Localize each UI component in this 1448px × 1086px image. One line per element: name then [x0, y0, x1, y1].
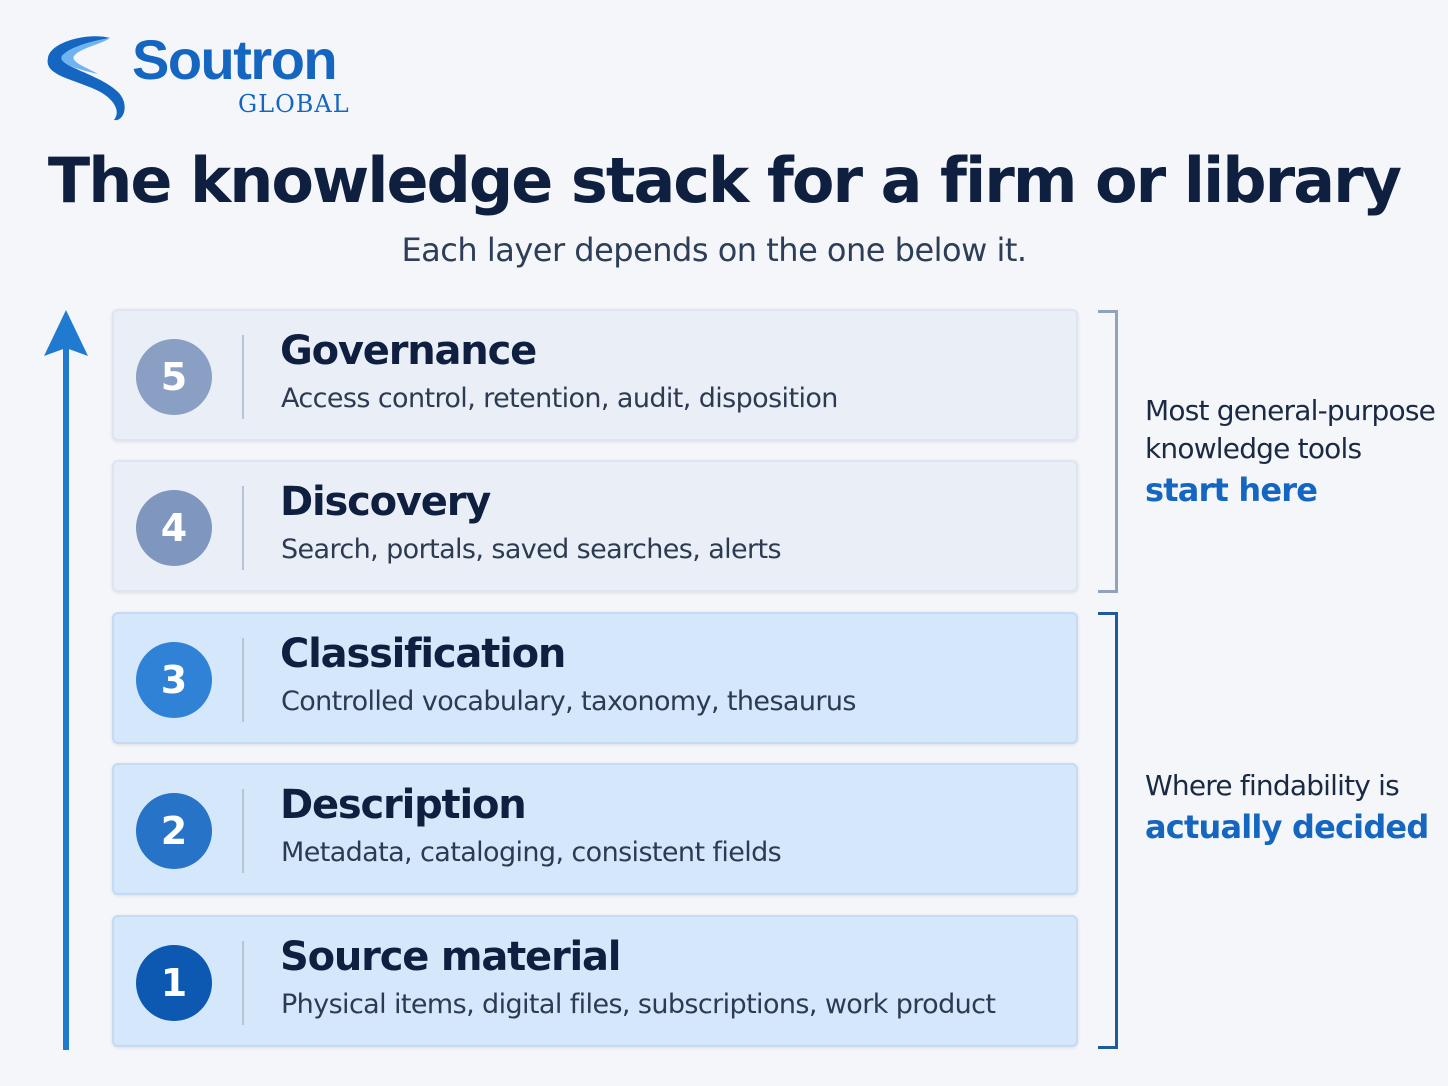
swoosh-logo-icon — [47, 36, 125, 121]
layer-card-source-material: 1 Source material Physical items, digita… — [112, 915, 1078, 1047]
page-title: The knowledge stack for a firm or librar… — [47, 144, 1402, 217]
layer-title: Classification — [280, 631, 566, 677]
layer-number-badge: 3 — [136, 642, 212, 718]
layer-divider — [242, 638, 244, 722]
layer-description: Search, portals, saved searches, alerts — [281, 534, 782, 565]
upper-layers-annotation: Most general-purpose knowledge tools sta… — [1145, 392, 1445, 512]
layer-description: Metadata, cataloging, consistent fields — [281, 837, 782, 868]
layer-card-governance: 5 Governance Access control, retention, … — [112, 309, 1078, 441]
layer-title: Discovery — [280, 479, 491, 525]
layer-title: Description — [280, 782, 527, 828]
layer-card-discovery: 4 Discovery Search, portals, saved searc… — [112, 460, 1078, 592]
layer-title: Governance — [280, 328, 537, 374]
layer-card-classification: 3 Classification Controlled vocabulary, … — [112, 612, 1078, 744]
annotation-line: knowledge tools — [1145, 432, 1362, 465]
annotation-emphasis: start here — [1145, 471, 1318, 509]
layer-description: Controlled vocabulary, taxonomy, thesaur… — [281, 686, 856, 717]
annotation-line: Most general-purpose — [1145, 394, 1436, 427]
layer-divider — [242, 486, 244, 570]
layer-divider — [242, 335, 244, 419]
layer-title: Source material — [280, 934, 622, 980]
brand-name: Soutron — [132, 28, 338, 91]
brand-subtitle: GLOBAL — [238, 90, 350, 118]
annotation-line: Where findability is — [1145, 769, 1400, 802]
layer-number-badge: 5 — [136, 339, 212, 415]
lower-layers-annotation: Where findability is actually decided — [1145, 767, 1445, 849]
layer-description: Access control, retention, audit, dispos… — [281, 383, 838, 414]
layer-divider — [242, 941, 244, 1025]
layer-description: Physical items, digital files, subscript… — [281, 989, 996, 1020]
lower-layers-bracket — [1098, 612, 1118, 1049]
page-subtitle: Each layer depends on the one below it. — [401, 231, 1027, 269]
layer-number-badge: 2 — [136, 793, 212, 869]
layer-card-description: 2 Description Metadata, cataloging, cons… — [112, 763, 1078, 895]
layer-divider — [242, 789, 244, 873]
layer-number-badge: 1 — [136, 945, 212, 1021]
upward-arrow-icon — [44, 310, 88, 1050]
layer-number-badge: 4 — [136, 490, 212, 566]
annotation-emphasis: actually decided — [1145, 808, 1429, 846]
soutron-logo: Soutron GLOBAL — [40, 30, 370, 125]
upper-layers-bracket — [1098, 310, 1118, 593]
